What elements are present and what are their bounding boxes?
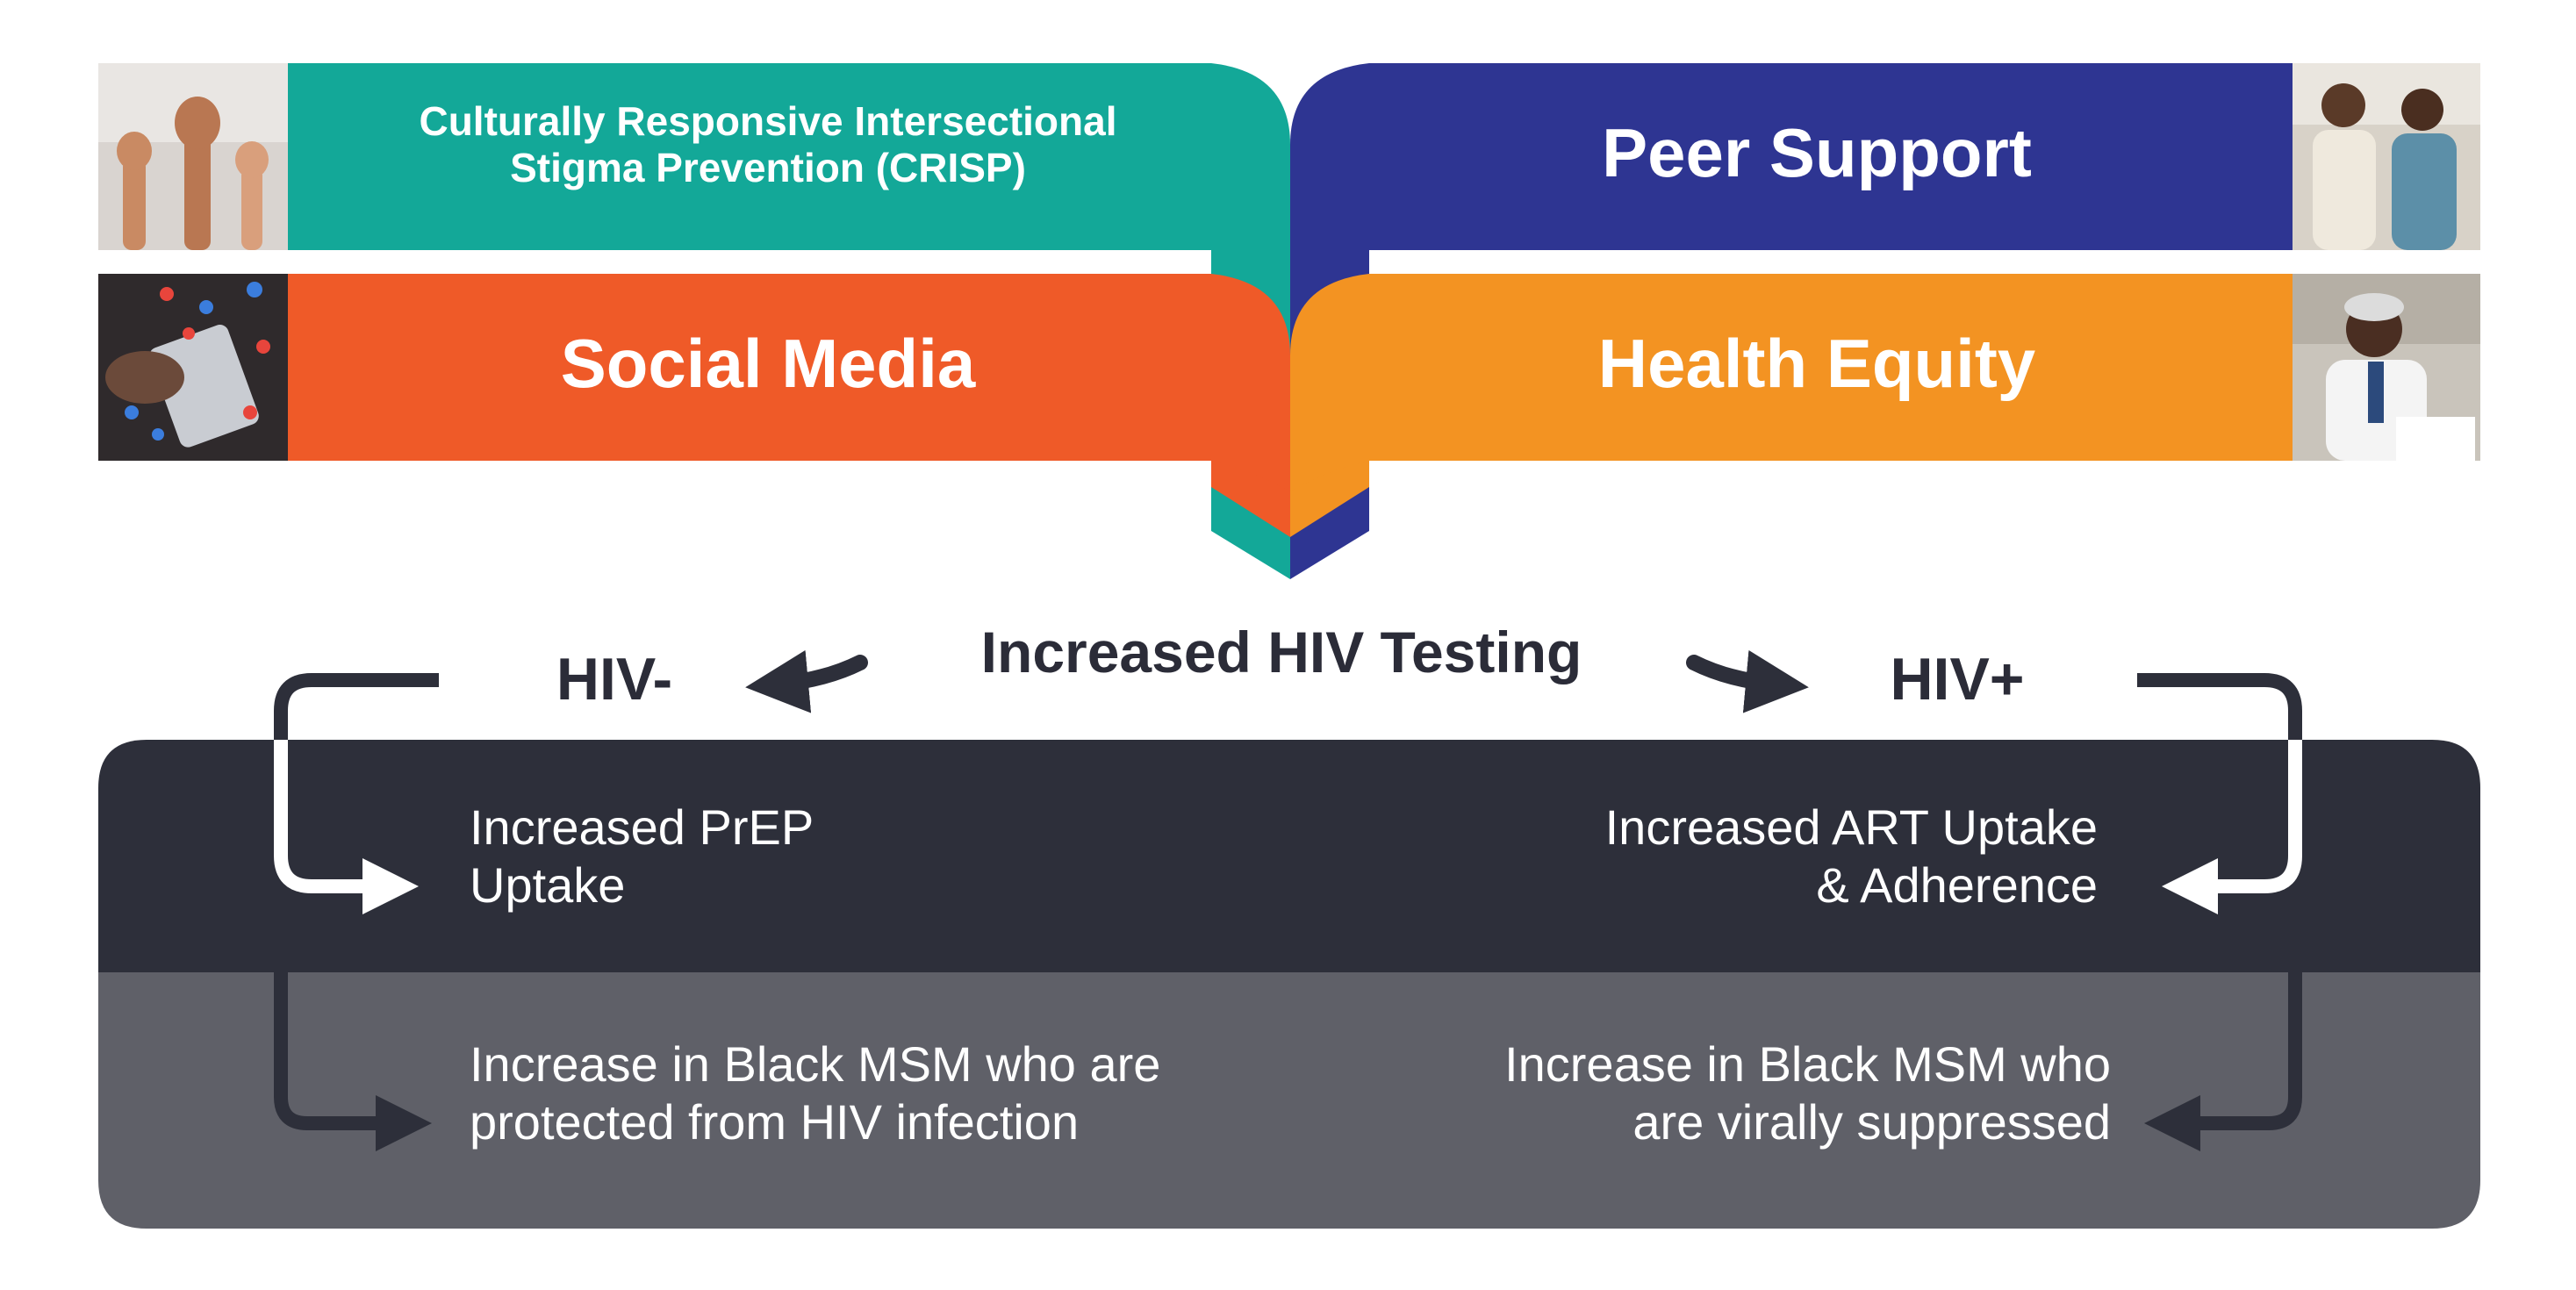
raised-fists-photo [98, 63, 288, 250]
two-men-talking-photo [2293, 63, 2480, 250]
hiv-positive-label: HIV+ [1890, 646, 2025, 713]
arrow-to-hiv-negative [745, 649, 868, 713]
arrow-negative-white-top [274, 673, 439, 740]
social-banner [288, 274, 1290, 491]
health-equity-title: Health Equity [1597, 325, 2036, 402]
suppressed-outcome-text: Increase in Black MSM who are virally su… [1504, 1036, 2111, 1150]
equity-banner [1290, 274, 2293, 491]
arrow-to-hiv-positive [1686, 649, 1809, 713]
center-flow-label: Increased HIV Testing [980, 620, 1582, 684]
prep-uptake-text: Increased PrEP Uptake [470, 799, 814, 913]
arrow-prep-to-protected [274, 972, 432, 1151]
peer-support-title: Peer Support [1602, 114, 2032, 191]
protected-outcome-text: Increase in Black MSM who are protected … [470, 1036, 1161, 1150]
phone-notifications-photo [98, 274, 288, 461]
crisp-title: Culturally Responsive Intersectional Sti… [419, 98, 1117, 190]
social-media-title: Social Media [560, 325, 976, 402]
doctor-writing-photo [2293, 274, 2480, 461]
outcome-box-gray [98, 921, 2480, 1229]
uptake-box-dark [98, 740, 2480, 972]
peer-banner [1290, 63, 2293, 250]
arrow-positive-white-top [2137, 673, 2302, 740]
arrow-art-to-suppressed [2144, 972, 2302, 1151]
art-uptake-text: Increased ART Uptake & Adherence [1604, 799, 2098, 913]
hiv-negative-label: HIV- [556, 646, 673, 713]
crisp-banner [288, 63, 1290, 250]
arrow-positive-to-art [2162, 740, 2302, 914]
